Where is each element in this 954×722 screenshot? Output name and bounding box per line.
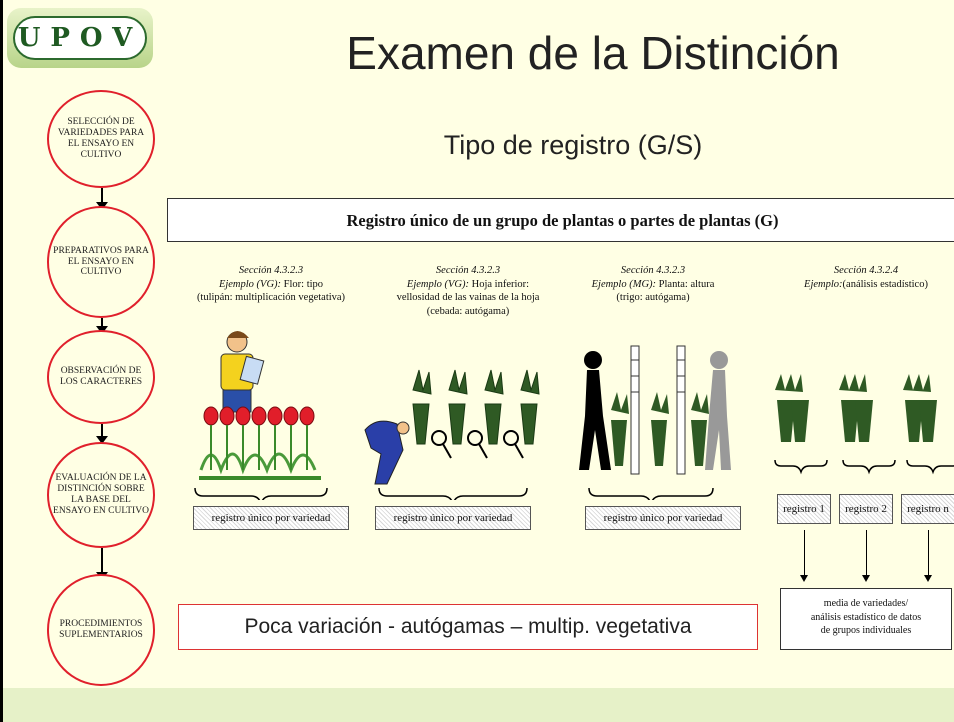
upov-logo-text: UPOV [13, 16, 147, 60]
example-detail: (trigo: autógama) [616, 292, 690, 304]
page-title: Examen de la Distinción [346, 27, 840, 79]
column-cebada: Sección 4.3.2.3 Ejemplo (VG): Hoja infer… [358, 264, 578, 319]
page-subtitle: Tipo de registro (G/S) [443, 130, 703, 160]
plant-groups-illustration [775, 374, 937, 442]
example-detail: (tulipán: multiplicación vegetativa) [196, 292, 346, 304]
arrow-registro-n [924, 530, 932, 582]
example-prefix: Ejemplo: [804, 278, 843, 290]
example-text: Hoja inferior: [471, 278, 530, 290]
people-measuring-height-illustration [579, 345, 731, 475]
grouping-braces [194, 459, 954, 500]
media-line-3: de grupos individuales [820, 625, 912, 636]
record-label-cebada: registro único por variedad [375, 506, 531, 530]
flow-arrow [96, 188, 108, 210]
example-detail: vellosidad de las vainas de la hoja [396, 292, 540, 304]
media-line-1: media de variedades/ [823, 598, 909, 609]
variation-note-box: Poca variación - autógamas – multip. veg… [178, 604, 758, 650]
step-seleccion: SELECCIÓN DE VARIEDADES PARA EL ENSAYO E… [47, 90, 155, 188]
step-observacion: OBSERVACIÓN DE LOS CARACTERES [47, 330, 155, 424]
media-line-2: análisis estadístico de datos [810, 611, 922, 623]
upov-logo: UPOV [7, 8, 153, 68]
plants-with-magnifiers-illustration [412, 369, 540, 459]
arrow-registro-2 [862, 530, 870, 582]
step-evaluacion: EVALUACIÓN DE LA DISTINCIÓN SOBRE LA BAS… [47, 442, 155, 548]
tulip-field-illustration [199, 406, 321, 480]
example-text: Flor: tipo [283, 278, 324, 290]
example-prefix: Ejemplo (VG): [406, 278, 470, 290]
section-label: Sección 4.3.2.3 [435, 265, 501, 276]
section-label: Sección 4.3.2.3 [238, 265, 304, 276]
grouping-header-box: Registro único de un grupo de plantas o … [167, 198, 954, 242]
person-with-magnifier-illustration [364, 420, 410, 485]
example-text: (análisis estadístico) [842, 278, 928, 290]
column-estadistico: Sección 4.3.2.4 Ejemplo:(análisis estadí… [778, 264, 954, 291]
example-prefix: Ejemplo (MG): [591, 278, 657, 290]
registro-1: registro 1 [777, 494, 831, 524]
illustrations [194, 331, 954, 500]
person-with-clipboard-illustration [220, 331, 265, 413]
record-label-trigo: registro único por variedad [585, 506, 741, 530]
registro-2: registro 2 [839, 494, 893, 524]
media-box: media de variedades/ análisis estadístic… [780, 588, 952, 650]
arrow-registro-1 [800, 530, 808, 582]
step-preparativos: PREPARATIVOS PARA EL ENSAYO EN CULTIVO [47, 206, 155, 318]
section-label: Sección 4.3.2.3 [620, 265, 686, 276]
column-trigo: Sección 4.3.2.3 Ejemplo (MG): Planta: al… [568, 264, 738, 305]
section-label: Sección 4.3.2.4 [833, 265, 899, 276]
bottom-strip [3, 688, 954, 722]
column-tulipan: Sección 4.3.2.3 Ejemplo (VG): Flor: tipo… [171, 264, 371, 305]
example-detail-2: (cebada: autógama) [426, 305, 510, 317]
registro-n: registro n [901, 494, 954, 524]
flow-arrow [96, 424, 108, 444]
step-procedimientos: PROCEDIMIENTOS SUPLEMENTARIOS [47, 574, 155, 686]
record-label-tulipan: registro único por variedad [193, 506, 349, 530]
example-text: Planta: altura [658, 278, 715, 290]
example-prefix: Ejemplo (VG): [218, 278, 282, 290]
